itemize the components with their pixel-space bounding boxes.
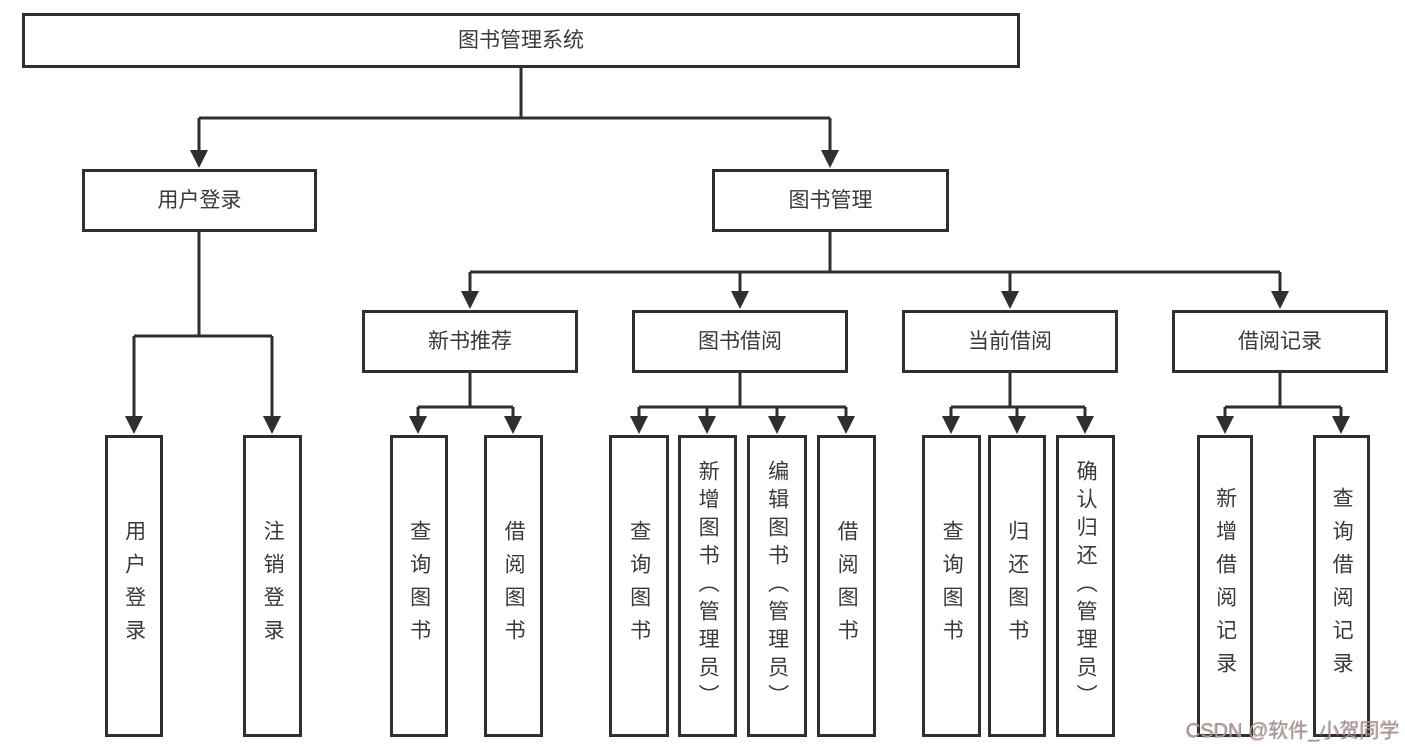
- leaf-query-books-recommend: 查询图书: [390, 435, 448, 737]
- leaf-add-books-admin: 新增图书（管理员）: [678, 435, 737, 737]
- leaf-edit-books-admin: 编辑图书（管理员）: [747, 435, 807, 737]
- node-current-borrowing: 当前借阅: [902, 310, 1118, 373]
- node-borrowing-records: 借阅记录: [1172, 310, 1388, 373]
- leaf-query-books-borrowing: 查询图书: [609, 435, 669, 737]
- leaf-user-login: 用户登录: [105, 435, 163, 737]
- leaf-query-books-current: 查询图书: [922, 435, 981, 737]
- leaf-borrow-books-recommend: 借阅图书: [484, 435, 543, 737]
- node-book-management: 图书管理: [712, 169, 949, 232]
- leaf-return-books: 归还图书: [988, 435, 1046, 737]
- node-new-book-recommendation: 新书推荐: [362, 310, 578, 373]
- arrowheads: [125, 150, 1350, 434]
- leaf-borrow-books: 借阅图书: [817, 435, 876, 737]
- leaf-confirm-return-admin: 确认归还（管理员）: [1056, 435, 1115, 737]
- csdn-watermark: CSDN @软件_小贺同学: [1186, 720, 1400, 742]
- leaf-add-borrow-record: 新增借阅记录: [1197, 435, 1253, 737]
- node-library-management-system: 图书管理系统: [22, 13, 1020, 68]
- leaf-query-borrow-record: 查询借阅记录: [1313, 435, 1370, 737]
- node-user-login: 用户登录: [82, 169, 317, 232]
- node-book-borrowing: 图书借阅: [632, 310, 848, 373]
- leaf-logout: 注销登录: [243, 435, 302, 737]
